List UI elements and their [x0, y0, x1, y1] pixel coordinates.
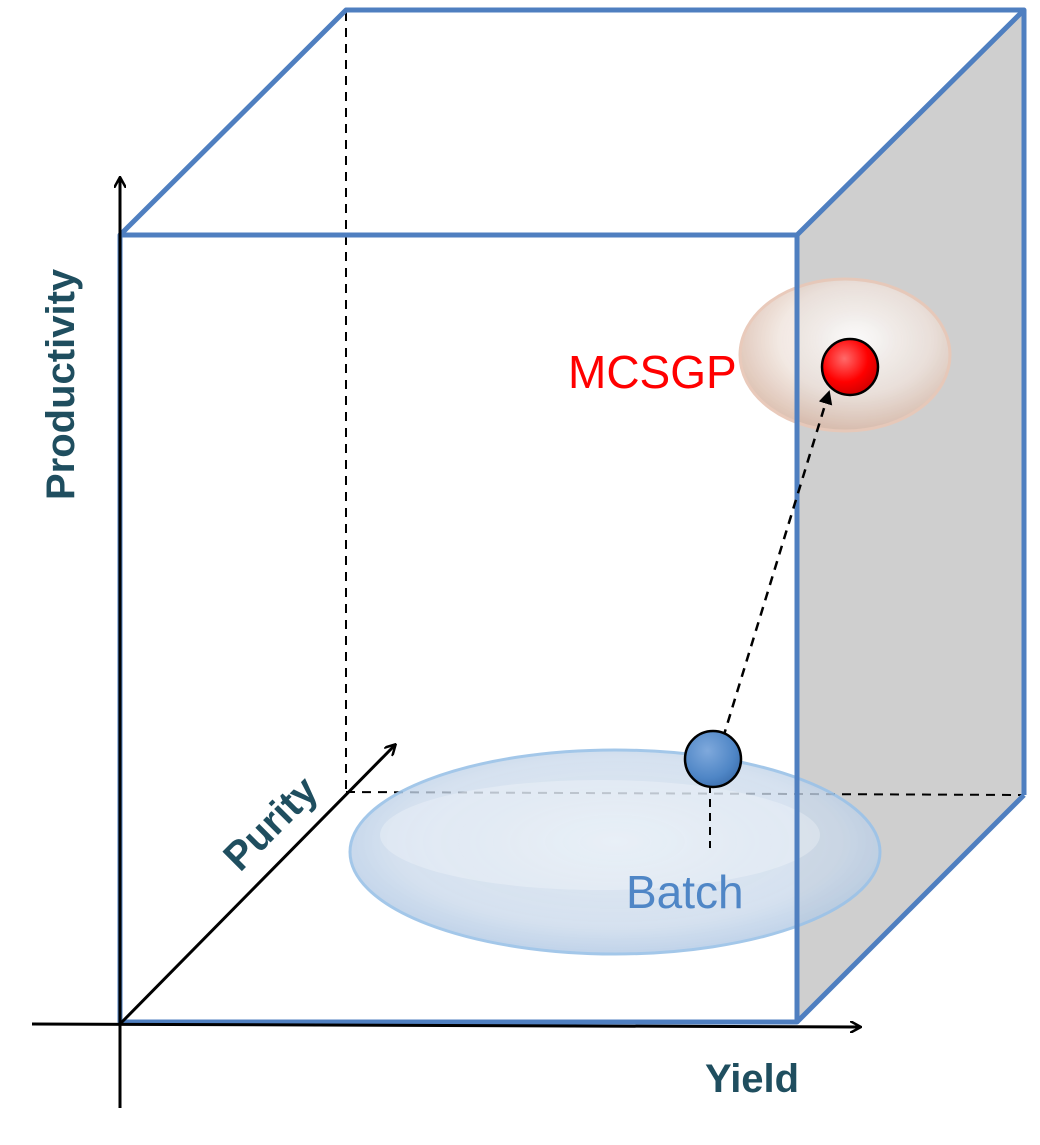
x-axis	[31, 1024, 860, 1027]
batch-region	[348, 748, 882, 956]
cube-side-face	[797, 12, 1024, 1022]
y-axis-label: Productivity	[39, 268, 83, 500]
improvement-arrow	[721, 390, 833, 739]
axes	[31, 178, 860, 1108]
mcsgp-label: MCSGP	[568, 346, 737, 398]
mcsgp-point	[820, 337, 880, 397]
x-axis-label: Yield	[705, 1057, 799, 1101]
z-axis	[118, 745, 395, 1026]
z-axis-label: Purity	[215, 768, 327, 880]
batch-label: Batch	[626, 866, 744, 918]
batch-region-highlight	[380, 780, 820, 890]
batch-point	[683, 729, 743, 789]
